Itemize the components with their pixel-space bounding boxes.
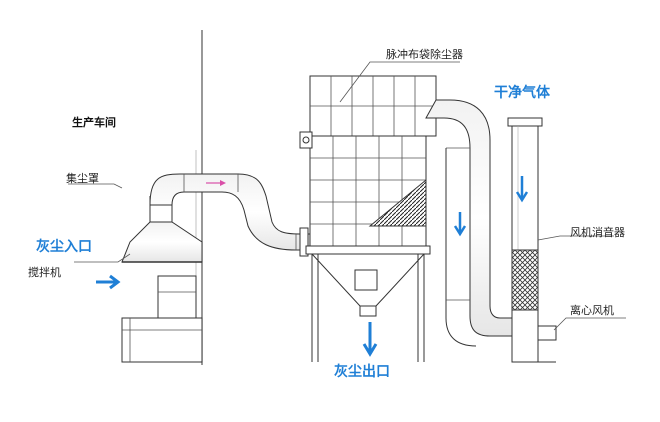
- workshop-wall: [195, 30, 203, 365]
- outlet-duct: [425, 99, 521, 347]
- dust-inlet-label: 灰尘入口: [36, 238, 92, 255]
- silencer-label: 风机消音器: [570, 225, 625, 239]
- arrow-icon: [96, 176, 529, 357]
- mixer-machine: [121, 275, 203, 363]
- clean-gas-label: 干净气体: [494, 84, 551, 101]
- workshop-label: 生产车间: [72, 115, 116, 129]
- hatched-filter-icon: [368, 178, 427, 227]
- leader-lines: [68, 61, 626, 331]
- flow-arrow-icon: [206, 180, 226, 186]
- fan-label: 离心风机: [570, 303, 614, 317]
- mixer-label: 搅拌机: [28, 265, 61, 279]
- mesh-icon: [511, 249, 539, 311]
- dust-outlet-label: 灰尘出口: [334, 363, 390, 380]
- exhaust-stack: [507, 117, 557, 363]
- dust-hood: [121, 196, 203, 263]
- hood-label: 集尘罩: [66, 171, 99, 185]
- pulse-bag-filter: [299, 75, 437, 362]
- bag-filter-label: 脉冲布袋除尘器: [386, 47, 463, 61]
